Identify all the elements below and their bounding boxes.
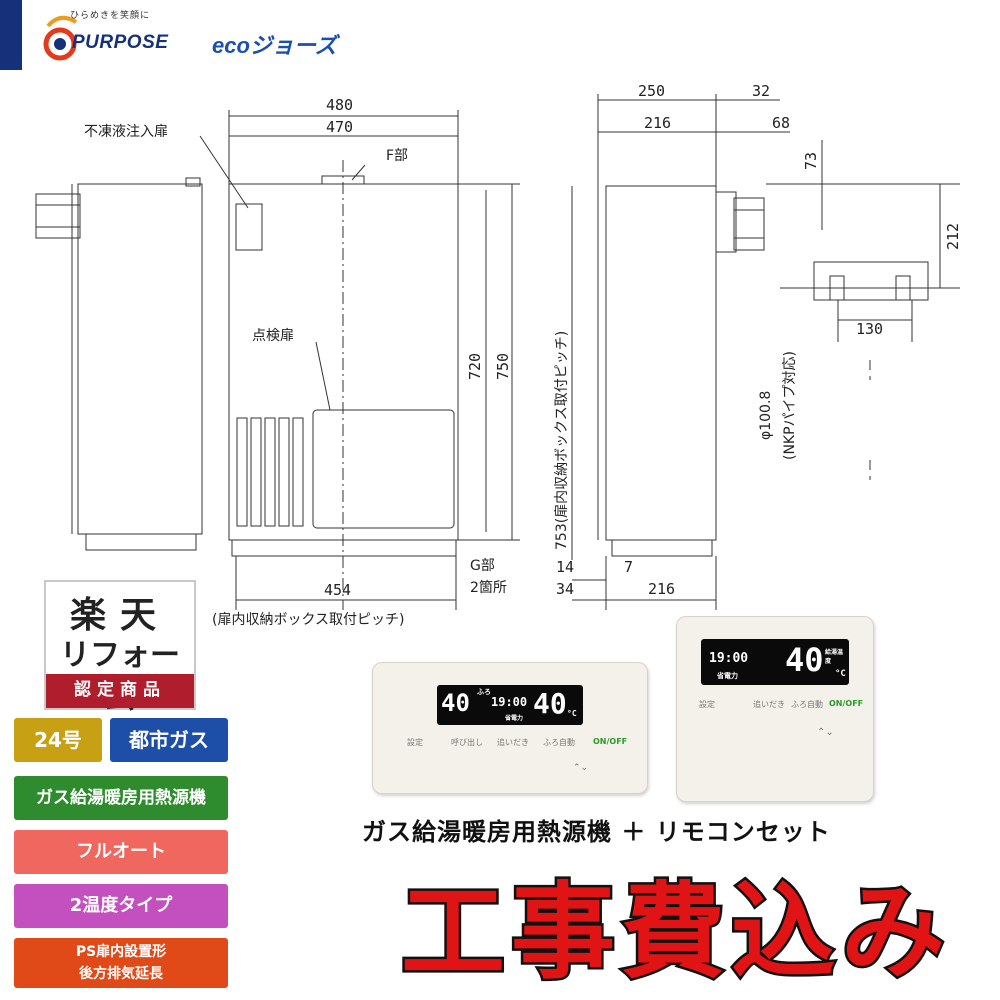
- exhaust-pipe-right: [733, 197, 765, 251]
- spec-tag-install-line1: PS扉内設置形: [75, 944, 167, 960]
- inspection-door-shape: [312, 409, 455, 529]
- eco-jozu-logo: ecoジョーズ: [212, 33, 337, 58]
- dim-14: 14: [556, 558, 574, 576]
- remote-b-reheat-button[interactable]: 追いだき: [753, 700, 785, 709]
- side-unit-body: [77, 183, 203, 535]
- remote-a-screen: 40 ふろ 19:00 省電力 40 °C: [437, 685, 583, 725]
- pipe-note-label: (NKPパイプ対応): [782, 351, 798, 460]
- remote-b-time: 19:00: [709, 651, 749, 666]
- spec-tag-two-temp: 2温度タイプ: [14, 884, 228, 928]
- product-caption: ガス給湯暖房用熱源機 ＋ リモコンセット: [362, 818, 831, 846]
- remote-a-power-button[interactable]: ON/OFF: [593, 737, 628, 746]
- dim-width-454: 454: [324, 581, 351, 599]
- pipe-diameter-label: φ100.8: [758, 391, 774, 440]
- dim-130: 130: [856, 320, 883, 338]
- remote-b-side-label: 給湯温度: [825, 649, 844, 665]
- two-places-label: 2箇所: [470, 579, 507, 596]
- dim-216-top: 216: [644, 114, 671, 132]
- pitch-side-label: 753(扉内収納ボックス取付ピッチ): [554, 331, 570, 550]
- antifreeze-door-shape: [235, 203, 263, 251]
- corner-accent-bar: [0, 0, 22, 70]
- inspection-door-label: 点検扉: [252, 328, 294, 344]
- spec-tag-install: PS扉内設置形 後方排気延長: [14, 938, 228, 988]
- remote-a-time: 19:00: [491, 695, 528, 709]
- remote-b-power-button[interactable]: ON/OFF: [829, 699, 864, 708]
- remote-b-auto-bath-button[interactable]: ふろ自動: [791, 700, 823, 709]
- antifreeze-door-label: 不凍液注入扉: [84, 124, 168, 140]
- dim-73: 73: [802, 152, 820, 170]
- remote-a-call-button[interactable]: 呼び出し: [451, 738, 483, 747]
- dim-7: 7: [624, 558, 633, 576]
- purpose-tagline: ひらめきを笑顔に: [70, 11, 151, 21]
- headline-text: 工事費込み: [401, 871, 951, 993]
- spec-tag-size: 24号: [14, 718, 102, 762]
- remote-b-screen: 19:00 省電力 40 °C 給湯温度: [701, 639, 849, 685]
- remote-a-reheat-button[interactable]: 追いだき: [497, 738, 529, 747]
- purpose-mark-icon: [43, 15, 78, 61]
- remote-a-auto-bath-button[interactable]: ふろ自動: [543, 738, 575, 747]
- spec-tag-full-auto: フルオート: [14, 830, 228, 874]
- rakuten-badge-line1: 楽天: [69, 595, 170, 636]
- dim-width-480: 480: [326, 96, 353, 114]
- remote-a-eco-label: 省電力: [505, 715, 524, 722]
- remote-a-temp-right: 40: [533, 687, 567, 720]
- spec-tag-install-line2: 後方排気延長: [79, 966, 163, 982]
- remote-b-up-down-icon[interactable]: ⌃⌄: [817, 727, 834, 738]
- spec-tag-gas-type: 都市ガス: [110, 718, 228, 762]
- remote-b-unit: °C: [835, 669, 846, 679]
- purpose-logo: [42, 6, 212, 66]
- g-part-label: G部: [470, 558, 495, 574]
- dim-height-720: 720: [466, 353, 484, 380]
- remote-a-up-down-icon[interactable]: ⌃⌄: [573, 763, 589, 773]
- pitch-bottom-label: (扉内収納ボックス取付ピッチ): [212, 612, 405, 628]
- dim-34: 34: [556, 580, 574, 598]
- remote-a-settings-button[interactable]: 設定: [407, 738, 423, 747]
- f-part-label: F部: [386, 148, 408, 164]
- rear-unit-body: [605, 185, 717, 541]
- dim-height-750: 750: [494, 353, 512, 380]
- spec-tag-product-type: ガス給湯暖房用熱源機: [14, 776, 228, 820]
- remote-a-temp-main: 40: [441, 689, 470, 717]
- remote-a-unit: °C: [567, 709, 577, 718]
- exhaust-pipe-left: [35, 193, 81, 239]
- dim-212: 212: [944, 223, 962, 250]
- dimension-drawing: 480 470 454 720 750 250 32 216 68 73 212…: [35, 82, 962, 628]
- remote-controller-bath: 40 ふろ 19:00 省電力 40 °C 設定 呼び出し 追いだき ふろ自動 …: [372, 662, 648, 794]
- construction-included-headline: 工事費込み: [398, 869, 951, 996]
- rakuten-badge-certified: 認定商品: [46, 674, 194, 708]
- dim-width-470: 470: [326, 118, 353, 136]
- dim-32: 32: [752, 82, 770, 100]
- remote-b-temp: 40: [785, 641, 824, 679]
- dim-depth-250: 250: [638, 82, 665, 100]
- dim-216-bottom: 216: [648, 580, 675, 598]
- remote-a-small-label: ふろ: [477, 688, 491, 696]
- remote-b-settings-button[interactable]: 設定: [699, 700, 715, 709]
- purpose-brand-name: PURPOSE: [72, 32, 169, 53]
- rakuten-reform-badge: 楽天 リフォーム 認定商品: [44, 580, 196, 717]
- dim-68: 68: [772, 114, 790, 132]
- remote-b-eco-label: 省電力: [717, 672, 738, 680]
- remote-controller-kitchen: 19:00 省電力 40 °C 給湯温度 設定 追いだき ふろ自動 ON/OFF…: [676, 616, 874, 802]
